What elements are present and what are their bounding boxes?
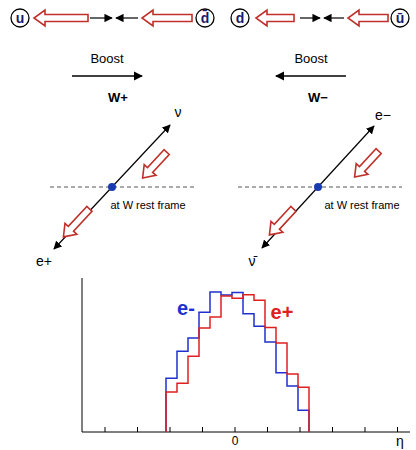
boost-arrow: [72, 75, 142, 76]
momentum-arrow: [116, 17, 138, 18]
particle-label: ν̄: [249, 254, 256, 269]
y-axis: [82, 278, 83, 432]
spin-arrow: [142, 10, 192, 26]
vertex-dot: [314, 183, 322, 191]
axis-tick: [235, 427, 236, 432]
spin-arrow: [269, 207, 296, 235]
boost-arrow: [276, 75, 346, 76]
axis-label: η: [396, 434, 404, 449]
legend-label: e+: [271, 301, 294, 323]
momentum-arrow: [90, 17, 112, 18]
quark-circle: d: [230, 8, 250, 28]
frame-note: at W rest frame: [324, 199, 399, 211]
spin-arrow: [348, 10, 388, 26]
histogram: [166, 295, 309, 432]
tick-label: 0: [232, 435, 239, 448]
axis-tick: [397, 427, 398, 432]
axis-tick: [202, 427, 203, 432]
boost-label: Boost: [90, 52, 123, 66]
spin-arrow: [34, 10, 88, 26]
quark-label: d: [236, 11, 245, 25]
axis-tick: [137, 427, 138, 432]
quark-circle: ū: [390, 8, 410, 28]
particle-label: e−: [375, 108, 391, 123]
axis-tick: [267, 427, 268, 432]
quark-label: u: [16, 11, 25, 25]
axis-tick: [365, 427, 366, 432]
boost-label: Boost: [294, 52, 327, 66]
decay-line: [318, 126, 374, 187]
decay-line: [112, 125, 170, 187]
axis-tick: [332, 427, 333, 432]
axis-tick: [300, 427, 301, 432]
spin-arrow: [355, 149, 382, 177]
histograms: [166, 292, 309, 432]
quark-circle: d̄: [195, 8, 215, 28]
particle-label: ν: [175, 105, 182, 120]
boson-label: W+: [108, 91, 128, 105]
axis-ticks: [105, 427, 398, 432]
particle-label: e+: [36, 254, 52, 269]
momentum-arrow: [300, 17, 320, 18]
spin-arrow: [63, 207, 92, 237]
axis-tick: [105, 427, 106, 432]
quark-label: d̄: [201, 11, 210, 25]
spin-arrow: [256, 10, 294, 26]
boson-label: W−: [308, 91, 328, 105]
decay-line: [54, 187, 112, 249]
x-axis: [82, 432, 410, 433]
legend-label: e-: [177, 297, 195, 319]
quark-circle: u: [10, 8, 30, 28]
histogram: [166, 292, 309, 432]
frame-note: at W rest frame: [110, 199, 185, 211]
spin-arrow: [143, 150, 170, 178]
quark-label: ū: [396, 11, 405, 25]
vertex-dot: [108, 183, 116, 191]
decay-line: [262, 187, 318, 248]
momentum-arrow: [324, 17, 344, 18]
axis-tick: [170, 427, 171, 432]
dashed-axis: [50, 187, 196, 188]
